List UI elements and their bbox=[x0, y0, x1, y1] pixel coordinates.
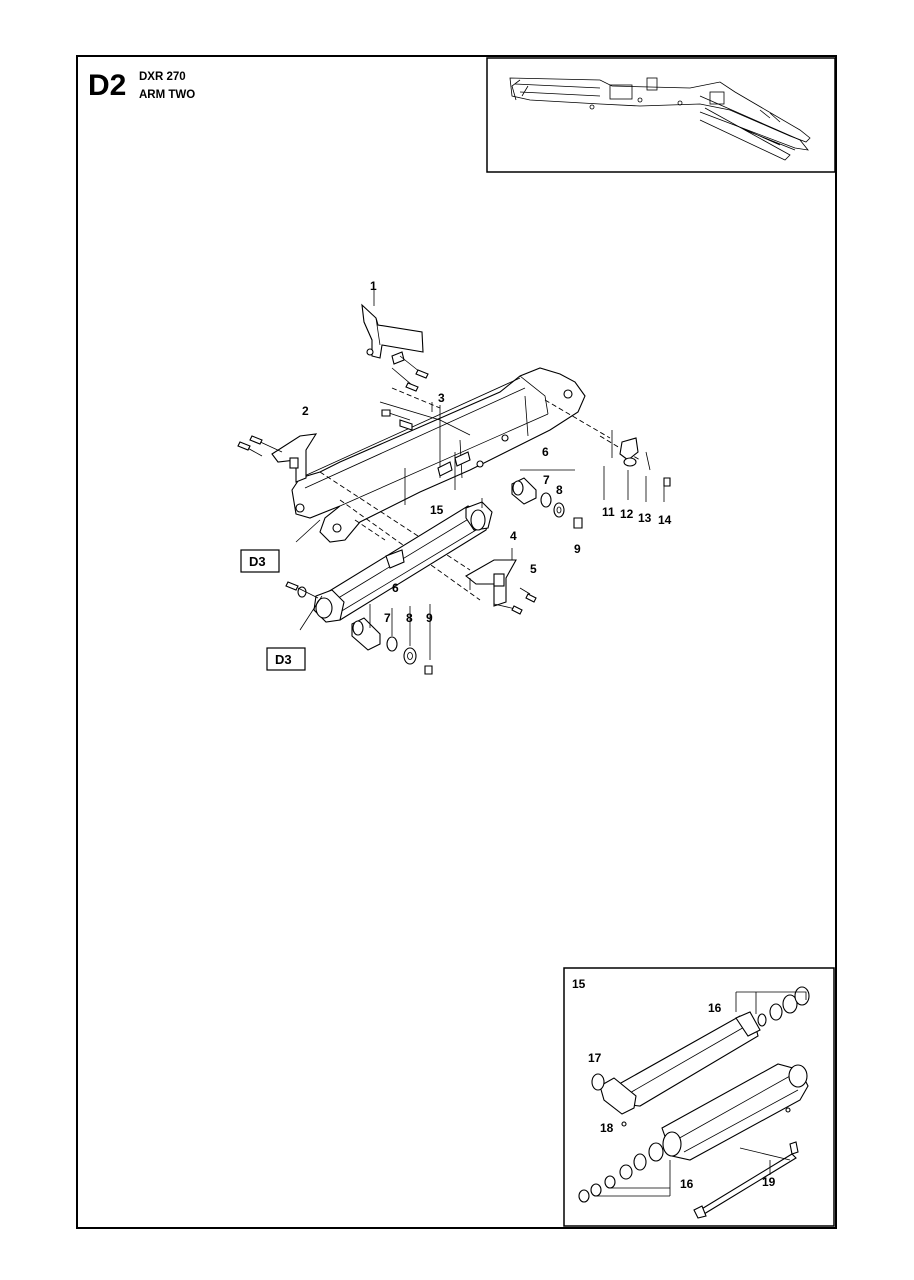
label-part-4: 4 bbox=[510, 529, 517, 543]
detail-inset-title: 15 bbox=[572, 977, 586, 991]
main-exploded-view: 1 2 3 4 5 6 6 7 8 9 7 8 9 11 12 13 14 15… bbox=[237, 279, 672, 675]
detail-label-16-upper: 16 bbox=[708, 1001, 722, 1015]
leader-lines bbox=[319, 399, 641, 601]
part-8-washer-upper bbox=[540, 492, 565, 518]
detail-cylinder bbox=[591, 1011, 809, 1161]
section-code: D2 bbox=[88, 69, 126, 102]
overview-frame bbox=[486, 57, 836, 173]
label-part-3: 3 bbox=[438, 391, 445, 405]
clamp-11-14 bbox=[603, 430, 671, 502]
part-7-bushing-lower bbox=[351, 617, 381, 651]
label-part-8-upper: 8 bbox=[556, 483, 563, 497]
cross-ref-d3-lower-label: D3 bbox=[275, 652, 292, 667]
model-name: DXR 270 bbox=[139, 71, 186, 83]
page-title: ARM TWO bbox=[139, 89, 195, 101]
detail-inset-15: 15 bbox=[563, 967, 835, 1227]
part-1-fasteners bbox=[391, 351, 429, 392]
label-part-9-lower: 9 bbox=[426, 611, 433, 625]
cross-ref-d3-upper[interactable]: D3 bbox=[240, 549, 280, 573]
label-part-7-lower: 7 bbox=[384, 611, 391, 625]
label-part-13: 13 bbox=[638, 511, 652, 525]
part-4-bracket bbox=[465, 559, 537, 615]
detail-label-16-lower: 16 bbox=[680, 1177, 694, 1191]
part-9-bolt-lower bbox=[369, 604, 433, 675]
label-part-15: 15 bbox=[430, 503, 444, 517]
lower-left-fastener bbox=[285, 581, 319, 599]
page-frame bbox=[76, 55, 837, 1229]
detail-seals-upper bbox=[735, 986, 810, 1027]
part-8-washer-lower bbox=[386, 636, 417, 665]
label-part-1: 1 bbox=[370, 279, 377, 293]
detail-inset-frame bbox=[563, 967, 835, 1227]
part-7-bushing-upper bbox=[511, 477, 537, 505]
label-part-6-upper: 6 bbox=[542, 445, 549, 459]
cross-ref-d3-lower[interactable]: D3 bbox=[266, 647, 306, 671]
overview-machine-sketch bbox=[509, 77, 811, 161]
label-part-9-upper: 9 bbox=[574, 542, 581, 556]
part-2-bracket bbox=[237, 433, 318, 483]
label-part-6-lower: 6 bbox=[392, 581, 399, 595]
label-part-2: 2 bbox=[302, 404, 309, 418]
label-part-14: 14 bbox=[658, 513, 672, 527]
label-part-11: 11 bbox=[602, 505, 615, 519]
part-1-bracket bbox=[361, 290, 424, 359]
part-3-hardware bbox=[379, 387, 471, 490]
cross-ref-d3-upper-label: D3 bbox=[249, 554, 266, 569]
label-part-7-upper: 7 bbox=[543, 473, 550, 487]
detail-rod-19 bbox=[693, 1141, 799, 1219]
detail-label-18: 18 bbox=[600, 1121, 614, 1135]
label-part-12: 12 bbox=[620, 507, 634, 521]
part-15-cylinder bbox=[313, 501, 493, 623]
part-9-bolt-upper bbox=[573, 517, 583, 529]
header: D2 DXR 270 ARM TWO bbox=[88, 69, 195, 102]
overview-thumbnail bbox=[486, 57, 836, 173]
label-part-8-lower: 8 bbox=[406, 611, 413, 625]
detail-label-19: 19 bbox=[762, 1175, 776, 1189]
detail-seals-lower bbox=[578, 1142, 671, 1203]
label-leaders bbox=[295, 402, 575, 631]
label-part-5: 5 bbox=[530, 562, 537, 576]
detail-label-17: 17 bbox=[588, 1051, 602, 1065]
